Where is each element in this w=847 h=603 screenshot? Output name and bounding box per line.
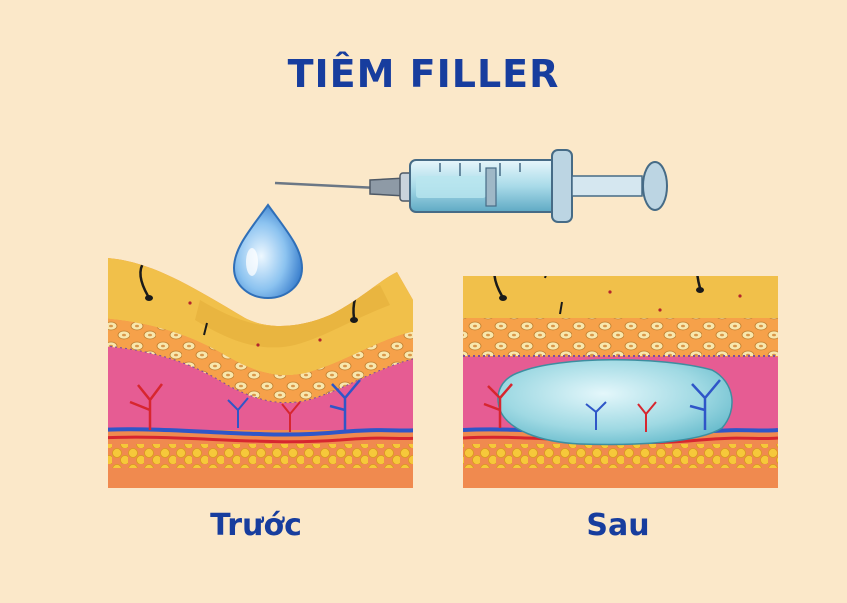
skin-before-diagram: [108, 258, 413, 488]
before-label: Trước: [210, 508, 302, 543]
filler-drop-icon: [232, 203, 304, 300]
syringe-icon: [274, 149, 668, 223]
after-label: Sau: [586, 508, 650, 543]
skin-after-diagram: [463, 276, 778, 488]
page-title: TIÊM FILLER: [287, 52, 560, 96]
